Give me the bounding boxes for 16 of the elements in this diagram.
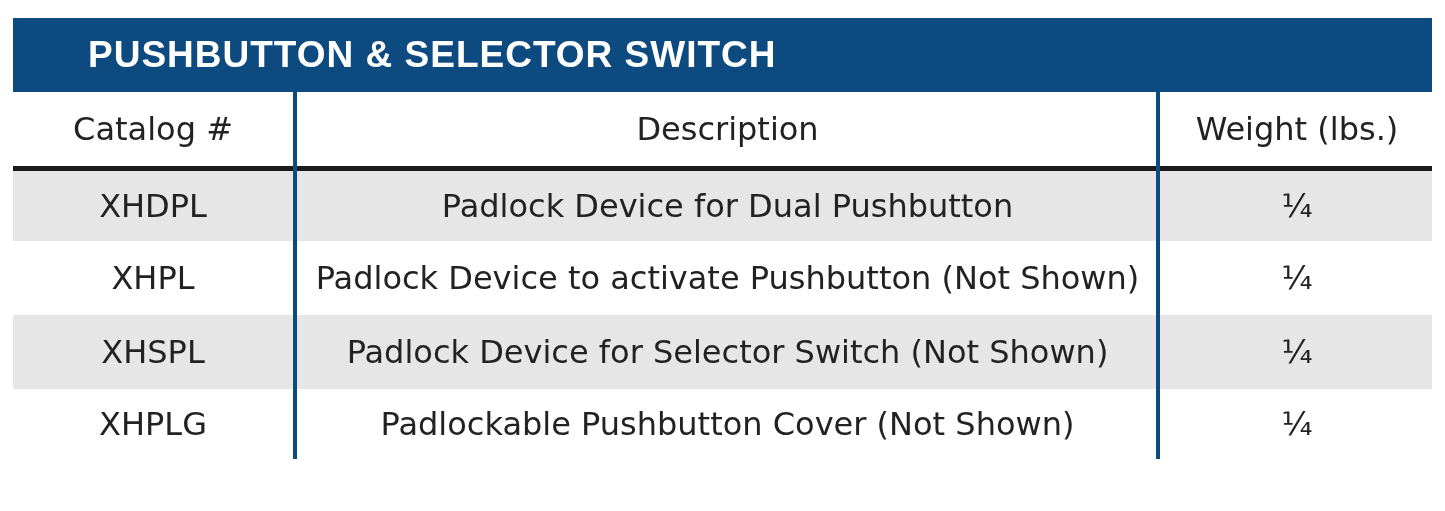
cell-text: XHSPL <box>101 333 205 371</box>
cell-text: Padlock Device to activate Pushbutton (Not Shown) <box>315 259 1140 297</box>
cell-text: XHDPL <box>99 187 207 225</box>
cell-text: ¼ <box>1281 405 1313 443</box>
table-title-banner: PUSHBUTTON & SELECTOR SWITCH <box>13 18 1432 92</box>
column-header-text: Weight (lbs.) <box>1195 110 1399 148</box>
cell-text: XHPL <box>111 259 195 297</box>
cell-text: ¼ <box>1281 259 1313 297</box>
cell-text: ¼ <box>1281 187 1313 225</box>
cell-text: Padlock Device for Selector Switch (Not Shown) <box>346 333 1109 371</box>
column-header-text: Description <box>636 110 819 148</box>
cell-text: Padlock Device for Dual Pushbutton <box>441 187 1014 225</box>
cell-text: Padlockable Pushbutton Cover (Not Shown) <box>380 405 1075 443</box>
cell-text: ¼ <box>1281 333 1313 371</box>
cell-text: XHPLG <box>99 405 207 443</box>
column-header-text: Catalog # <box>73 110 233 148</box>
